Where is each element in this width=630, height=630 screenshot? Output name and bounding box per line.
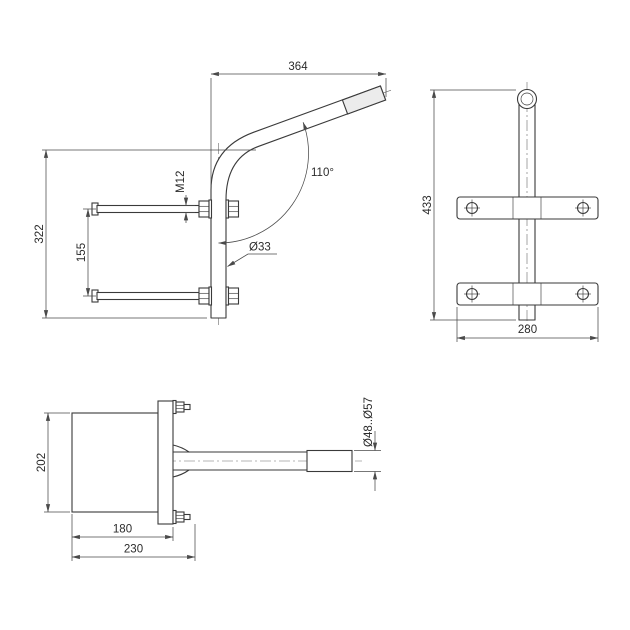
side-view: 364 322 155 M12 110° [34, 61, 392, 326]
dim-clamp-width-value: 280 [518, 324, 537, 336]
dim-clamp-width: 280 [456, 307, 599, 342]
label-arm-diameter: Ø33 [227, 242, 277, 267]
dim-clamp-spacing-value: 155 [76, 243, 88, 262]
plate-bolt-top [172, 399, 191, 415]
dim-front-height-value: 433 [422, 195, 434, 214]
mount-view: 202 180 230 Ø48..Ø57 [36, 397, 381, 561]
dim-arm-length: 364 [210, 61, 387, 186]
dim-overall-height-value: 322 [34, 224, 46, 243]
label-pole-diameter-range: Ø48..Ø57 [354, 397, 381, 491]
dim-body-width-value: 180 [113, 524, 132, 536]
label-bend-angle-value: 110° [311, 167, 334, 179]
dim-overall-width: 230 [71, 514, 196, 561]
arm-tip-section [341, 85, 387, 115]
dim-front-height: 433 [422, 89, 516, 321]
clamp-bar-top [456, 196, 599, 220]
spigot-pipe [172, 444, 353, 478]
plate-bolt-bottom [172, 509, 191, 525]
label-arm-diameter-value: Ø33 [249, 242, 271, 254]
dim-arm-length-value: 364 [288, 61, 308, 73]
dim-body-width: 180 [71, 524, 174, 541]
front-view: 433 280 [422, 82, 599, 342]
dim-body-height-value: 202 [36, 453, 48, 472]
label-bolt-thread: M12 [175, 171, 195, 223]
clamp-rod-bottom [91, 286, 240, 306]
label-pole-diameter-range-value: Ø48..Ø57 [363, 397, 375, 447]
arm-end-circle [516, 88, 538, 110]
label-bend-angle: 110° [218, 121, 334, 246]
mount-plate [157, 400, 174, 525]
dim-body-height: 202 [36, 412, 70, 513]
pole-clamp-body [71, 412, 159, 513]
spigot-end-sleeve [306, 449, 353, 473]
label-bolt-thread-value: M12 [175, 171, 187, 193]
dim-clamp-spacing: 155 [76, 208, 96, 297]
clamp-bar-bottom [456, 282, 599, 306]
dim-overall-width-value: 230 [124, 544, 143, 556]
